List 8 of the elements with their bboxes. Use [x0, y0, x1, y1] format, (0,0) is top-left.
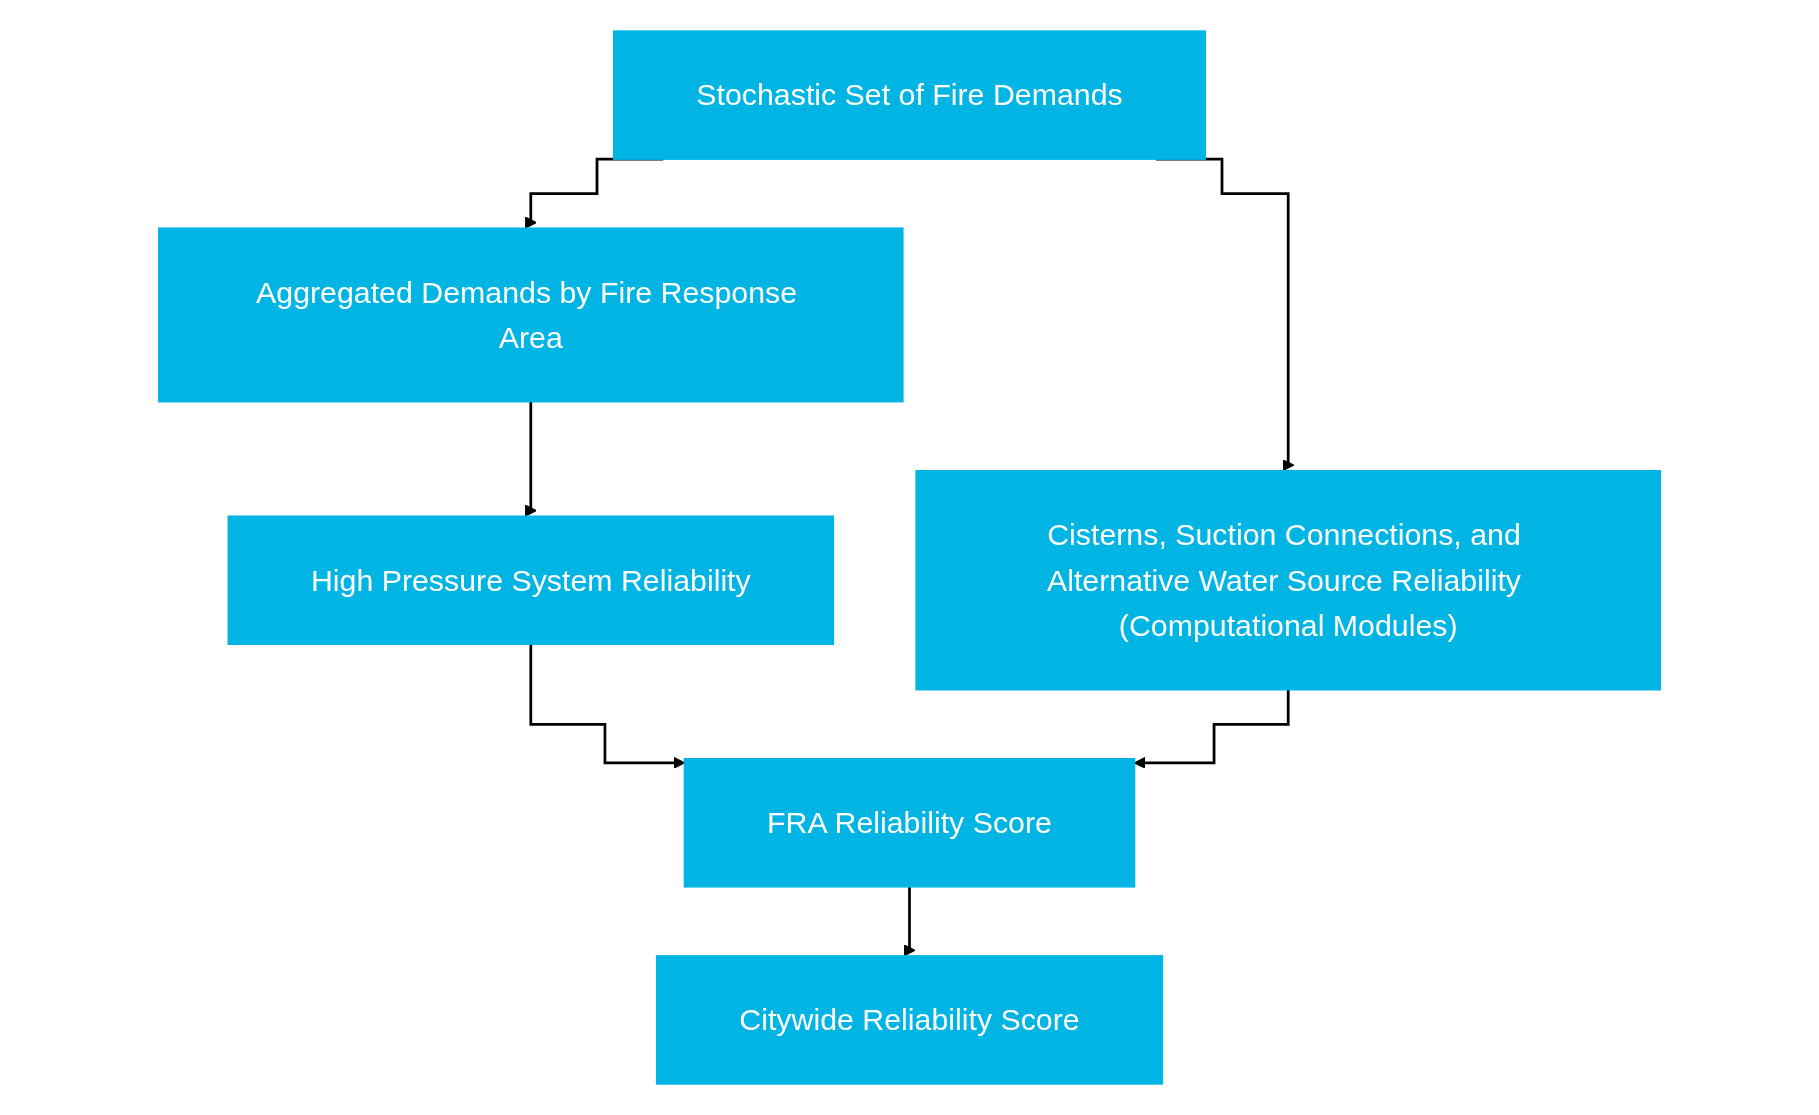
node-box: Cisterns, Suction Connections, and Alternative Water Source Reliability (Computational Modules)	[915, 470, 1661, 691]
node-box: High Pressure System Reliability	[227, 515, 835, 646]
arrow	[903, 885, 916, 957]
arrow	[524, 400, 537, 517]
node-box: FRA Reliability Score	[683, 758, 1136, 888]
node-box: Aggregated Demands by Fire Response Area	[158, 227, 904, 403]
node-box: Stochastic Set of Fire Demands	[612, 30, 1207, 160]
node-box: Citywide Reliability Score	[655, 955, 1164, 1085]
